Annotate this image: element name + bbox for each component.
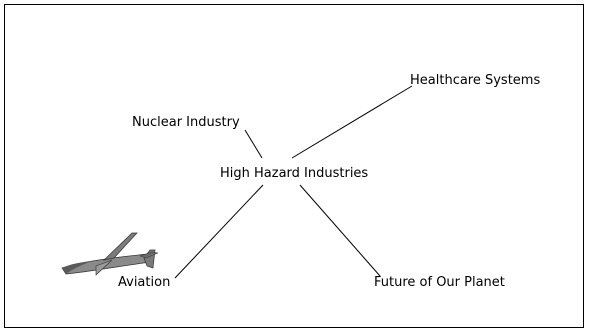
connector-aviation [174, 184, 264, 279]
central-node-label: High Hazard Industries [220, 166, 369, 181]
branch-label-nuclear: Nuclear Industry [132, 115, 240, 130]
connector-nuclear [244, 129, 263, 159]
connector-healthcare [291, 85, 413, 159]
glider-icon [61, 232, 159, 276]
diagram-frame [4, 4, 584, 328]
connector-future [299, 184, 381, 277]
branch-label-aviation: Aviation [118, 275, 171, 290]
branch-label-healthcare: Healthcare Systems [410, 73, 541, 88]
branch-label-future: Future of Our Planet [374, 275, 505, 290]
